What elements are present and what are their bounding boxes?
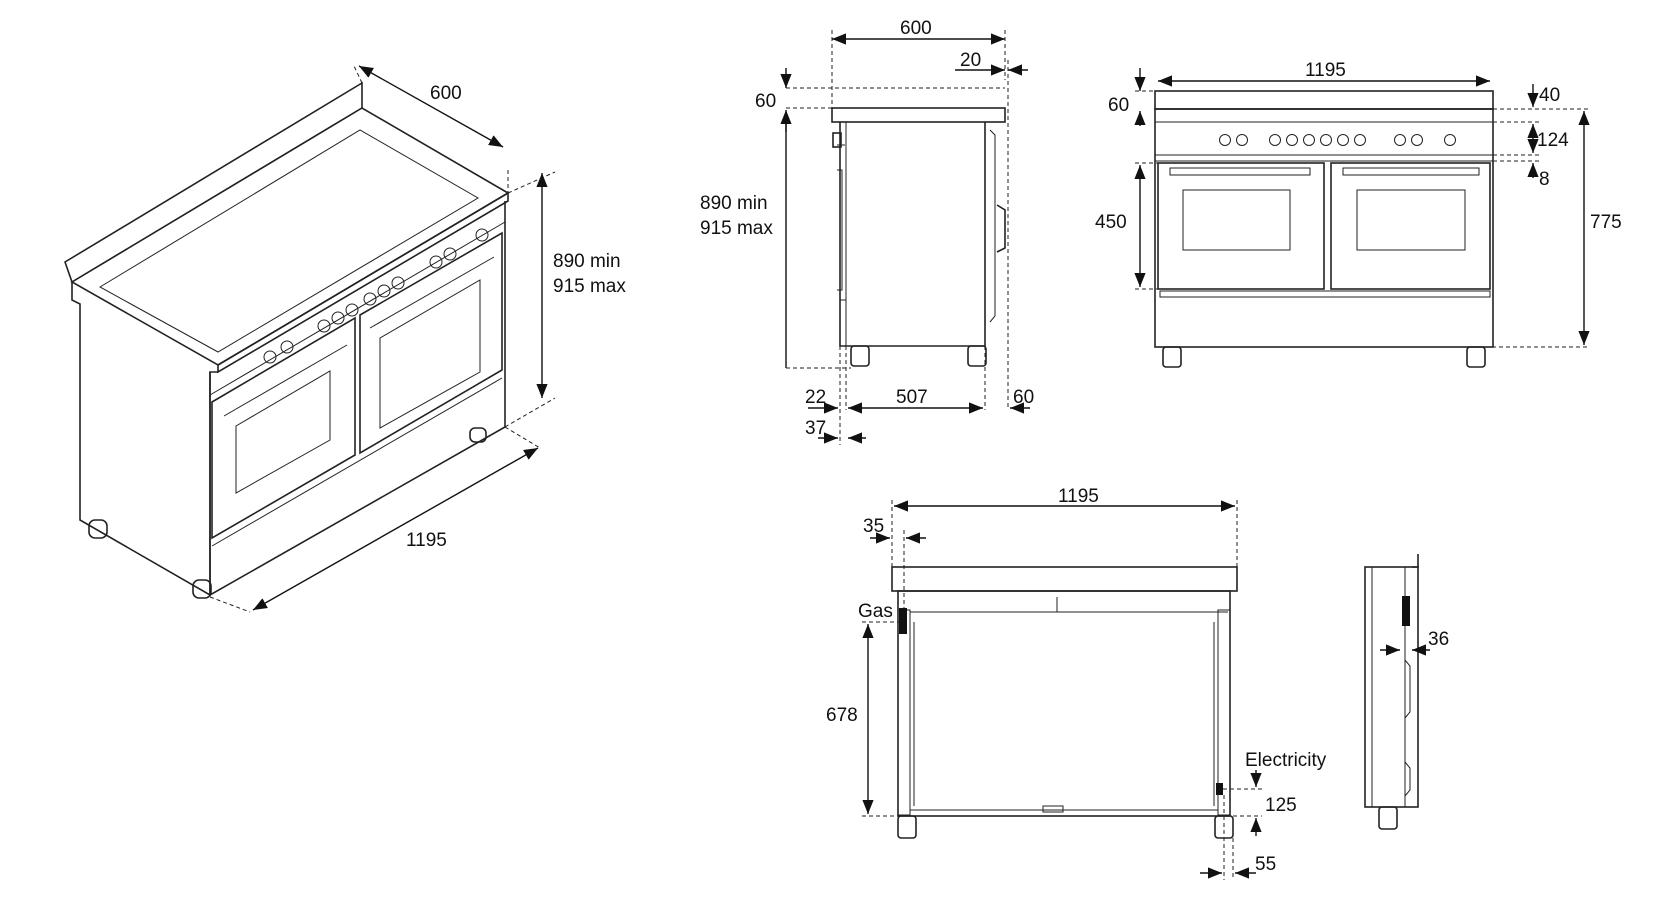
iso-depth-label: 600 <box>430 83 462 104</box>
side-front-a-label: 22 <box>805 387 826 408</box>
front-knobs <box>1219 134 1456 146</box>
front-width-label: 1195 <box>1305 60 1346 81</box>
rear-offset-label: 35 <box>863 516 884 537</box>
front-oven-label: 450 <box>1095 212 1127 233</box>
profile-depth-label: 36 <box>1428 629 1449 650</box>
isometric-view: 600 890 min 915 max 1195 <box>64 65 626 613</box>
iso-height-max-label: 915 max <box>553 276 626 297</box>
side-view: 600 20 60 890 min 915 max 22 37 507 60 <box>700 18 1034 445</box>
side-body-label: 507 <box>896 387 928 408</box>
side-depth-label: 600 <box>900 18 932 39</box>
front-splash-label: 60 <box>1108 95 1129 116</box>
front-total-label: 775 <box>1590 212 1622 233</box>
front-top-b-label: 124 <box>1537 130 1569 151</box>
side-profile-view: 36 <box>1364 554 1449 830</box>
iso-knobs <box>263 228 489 364</box>
rear-electricity-label: Electricity <box>1245 750 1327 771</box>
rear-gas-height-label: 678 <box>826 705 858 726</box>
rear-elec-offset-label: 55 <box>1255 854 1276 875</box>
iso-width-label: 1195 <box>406 530 447 551</box>
side-rear-label: 60 <box>1013 387 1034 408</box>
rear-view: 1195 35 Gas 678 Electricity 125 55 <box>826 486 1327 880</box>
front-view: 1195 60 40 124 8 450 775 <box>1095 60 1622 368</box>
rear-width-label: 1195 <box>1058 486 1099 507</box>
side-splash-label: 60 <box>755 91 776 112</box>
front-top-a-label: 40 <box>1539 85 1560 106</box>
rear-elec-height-label: 125 <box>1265 795 1297 816</box>
side-front-b-label: 37 <box>805 418 826 439</box>
side-height-min-label: 890 min <box>700 193 768 214</box>
front-top-c-label: 8 <box>1539 169 1550 190</box>
rear-gas-label: Gas <box>858 601 893 622</box>
iso-height-min-label: 890 min <box>553 251 621 272</box>
side-back-gap-label: 20 <box>960 50 981 71</box>
side-height-max-label: 915 max <box>700 218 773 239</box>
